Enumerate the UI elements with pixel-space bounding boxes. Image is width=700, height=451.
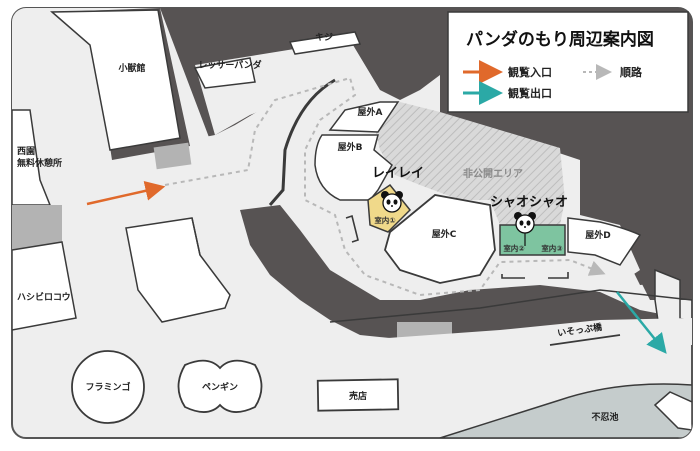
label-indoor-1: 室内① [374, 215, 396, 225]
entrance-arrow [86, 180, 166, 206]
gate-west [12, 205, 62, 250]
shinobazu-pond [439, 383, 692, 438]
pheasant-house[interactable] [288, 31, 362, 55]
red-panda-house[interactable] [193, 57, 256, 89]
gate-mammal [153, 142, 192, 170]
label-indoor-2: 室内② [503, 243, 524, 253]
panda-face-icon-xiaoxiao [514, 212, 536, 234]
label-panda-xiaoxiao: シャオシャオ [490, 195, 568, 210]
outdoor-d[interactable] [567, 217, 642, 266]
label-flamingo: フラミンゴ [85, 381, 130, 393]
label-pond: 不忍池 [591, 411, 618, 423]
label-small-mammal-house: 小獣館 [117, 62, 145, 74]
label-pheasant: キジ [315, 32, 333, 43]
shop[interactable] [316, 378, 400, 412]
small-mammal-house[interactable] [50, 9, 181, 151]
exit-arrow [616, 291, 667, 354]
legend-entrance-label: 観覧入口 [508, 65, 552, 79]
label-outdoor-d: 屋外D [585, 229, 610, 241]
west-rest-area[interactable] [12, 109, 52, 206]
legend-route-label: 順路 [620, 65, 643, 79]
label-outdoor-a: 屋外A [358, 106, 383, 118]
label-penguin: ペンギン [202, 381, 238, 393]
label-panda-reirei: レイレイ [372, 166, 424, 181]
shoebill-house[interactable] [12, 241, 77, 331]
flamingo-enclosure[interactable] [71, 350, 145, 424]
label-red-panda: レッサーパンダ [198, 59, 261, 71]
restricted-area [375, 102, 565, 225]
outdoor-c[interactable] [384, 194, 496, 284]
panda-face-icon-reirei [381, 191, 403, 213]
label-shop: 売店 [349, 390, 367, 402]
label-rest-area: 無料休憩所 [17, 157, 62, 169]
legend-title: パンダのもり周辺案内図 [466, 29, 654, 50]
label-indoor-3: 室内③ [541, 243, 562, 253]
dark-band [240, 205, 692, 345]
label-west-area: 西園 [17, 146, 35, 157]
outdoor-a[interactable] [328, 101, 400, 133]
legend: パンダのもり周辺案内図 観覧入口 順路 観覧出口 [447, 11, 689, 113]
label-shoebill: ハシビロコウ [17, 291, 71, 303]
penguin-enclosure[interactable] [177, 359, 263, 413]
outdoor-b[interactable] [314, 134, 393, 201]
label-outdoor-c: 屋外C [432, 228, 457, 240]
label-outdoor-b: 屋外B [338, 141, 363, 153]
label-restricted-area: 非公開エリア [463, 167, 523, 180]
legend-exit-label: 観覧出口 [508, 86, 552, 100]
